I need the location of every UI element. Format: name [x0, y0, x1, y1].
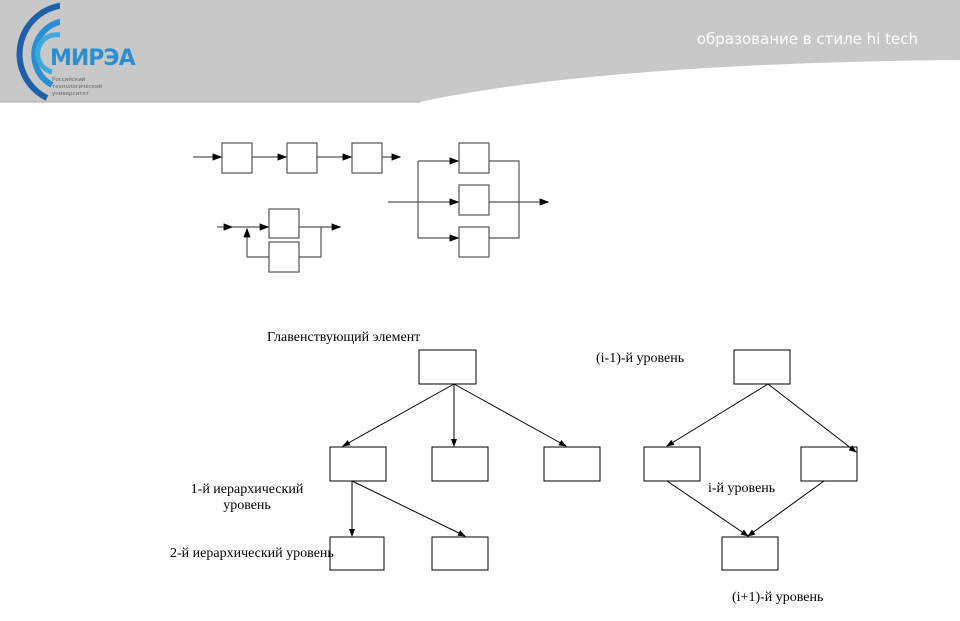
feedback-connection-diagram: [217, 208, 342, 273]
level2-label: 2-й иерархический уровень: [170, 546, 334, 561]
level-structure: [643, 349, 858, 571]
serial-connection-diagram: [193, 142, 402, 174]
root-element-label: Главенствующий элемент: [267, 330, 421, 345]
middle-level-label: i-й уровень: [708, 481, 776, 496]
header-background: [0, 0, 960, 103]
logo-name: МИРЭА: [50, 46, 136, 71]
logo-subtitle: Российский технологический университет: [52, 77, 103, 97]
slide-header: МИРЭА Российский технологический универс…: [0, 0, 960, 105]
level1-label: 1-й иерархический уровень: [190, 482, 304, 513]
parallel-connection-diagram: [388, 142, 550, 258]
header-tagline: образование в стиле hi tech: [696, 30, 918, 48]
lower-level-label: (i+1)-й уровень: [732, 590, 824, 605]
logo-arcs-icon: [16, 2, 60, 101]
hierarchy-tree: [329, 349, 601, 571]
upper-level-label: (i-1)-й уровень: [596, 351, 685, 366]
